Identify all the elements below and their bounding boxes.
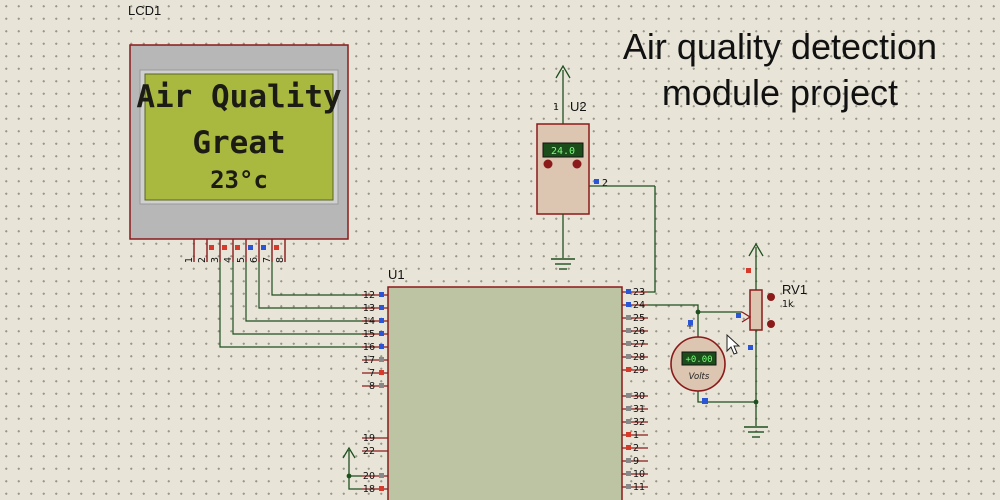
pot-to-mcu-wire bbox=[648, 304, 742, 313]
mcu-right-pin: 2 bbox=[633, 443, 639, 454]
mcu-left-pin: 22 bbox=[363, 446, 375, 457]
voltmeter-component[interactable]: + +0.00 Volts bbox=[670, 312, 759, 405]
mcu-body bbox=[387, 286, 623, 500]
title-line-2: module project bbox=[661, 72, 899, 113]
voltmeter-pin-state bbox=[688, 320, 693, 325]
lcd-bus-wires bbox=[219, 262, 375, 348]
voltmeter-display bbox=[681, 351, 717, 366]
pot-wiper-arrow bbox=[741, 311, 752, 323]
lcd-pin-number: 1 bbox=[184, 257, 195, 263]
lcd-pin-number: 5 bbox=[236, 257, 247, 263]
mcu-right-pin: 29 bbox=[633, 365, 645, 376]
mcu-right-pin: 9 bbox=[633, 456, 639, 467]
title-line-1: Air quality detection bbox=[622, 26, 938, 67]
mcu-left-pin: 14 bbox=[363, 316, 375, 327]
sensor-reading: 24.0 bbox=[551, 146, 575, 157]
sensor-button-left[interactable] bbox=[543, 159, 553, 169]
mcu-ref-label: U1 bbox=[388, 267, 405, 282]
sensor-button-right[interactable] bbox=[572, 159, 582, 169]
lcd-component[interactable]: LCD1 Air Quality Great 23°c 1 2 3 4 5 6 … bbox=[128, 3, 349, 263]
mcu-left-pin-states bbox=[379, 292, 384, 491]
lcd-pin-state bbox=[209, 245, 214, 250]
pot-pin-state bbox=[736, 313, 741, 318]
lcd-pin-number: 4 bbox=[223, 257, 234, 263]
sensor-to-mcu-wire bbox=[648, 186, 656, 293]
mcu-right-pin: 25 bbox=[633, 313, 645, 324]
mcu-component[interactable]: U1 12 13 14 15 16 17 7 8 19 22 20 18 bbox=[362, 267, 648, 500]
pot-pin-state bbox=[748, 345, 753, 350]
sensor-pin-out: 2 bbox=[602, 178, 608, 189]
sensor-pin-top: 1 bbox=[553, 102, 559, 113]
mcu-right-pin: 23 bbox=[633, 287, 645, 298]
lcd-line-3: 23°c bbox=[210, 166, 268, 194]
mcu-left-pin: 20 bbox=[363, 471, 375, 482]
mcu-right-pin: 30 bbox=[633, 391, 645, 402]
sensor-body bbox=[536, 123, 590, 215]
lcd-screen bbox=[144, 73, 334, 201]
ground-icon bbox=[744, 426, 768, 438]
lcd-pin-number: 2 bbox=[197, 257, 208, 263]
air-sensor-component[interactable]: 1 U2 24.0 2 bbox=[536, 64, 655, 270]
mcu-left-pin: 12 bbox=[363, 290, 375, 301]
mcu-right-pin: 1 bbox=[633, 430, 639, 441]
lcd-pin-state bbox=[274, 245, 279, 250]
mcu-right-pin: 28 bbox=[633, 352, 645, 363]
mcu-right-pin-states bbox=[626, 289, 631, 489]
sensor-ref-label: U2 bbox=[570, 99, 587, 114]
mouse-cursor-icon bbox=[726, 333, 741, 355]
voltmeter-pin-state bbox=[702, 398, 708, 404]
lcd-ref-label: LCD1 bbox=[128, 3, 161, 18]
mcu-right-pin: 32 bbox=[633, 417, 645, 428]
pot-pin-state bbox=[746, 268, 751, 273]
mcu-left-pin: 8 bbox=[369, 381, 375, 392]
mcu-right-pin: 10 bbox=[633, 469, 645, 480]
mcu-left-pin: 16 bbox=[363, 342, 375, 353]
lcd-pin-number: 6 bbox=[249, 257, 260, 263]
pot-ref-label: RV1 bbox=[782, 282, 807, 297]
mcu-power-wiring bbox=[342, 446, 362, 490]
mcu-right-pin: 27 bbox=[633, 339, 645, 350]
lcd-pin-state bbox=[235, 245, 240, 250]
mcu-left-pin: 19 bbox=[363, 433, 375, 444]
lcd-line-1: Air Quality bbox=[136, 79, 341, 115]
pot-decrease-button[interactable] bbox=[767, 320, 775, 328]
voltmeter-ground-wire bbox=[697, 391, 756, 403]
mcu-left-pin: 13 bbox=[363, 303, 375, 314]
junction-dot bbox=[346, 473, 352, 479]
pot-value-label: 1k bbox=[782, 299, 794, 310]
mcu-left-pin: 7 bbox=[369, 368, 375, 379]
pot-body bbox=[749, 289, 763, 331]
mcu-right-pin: 31 bbox=[633, 404, 645, 415]
project-title: Air quality detection module project bbox=[570, 24, 990, 116]
lcd-pin-number: 3 bbox=[210, 257, 221, 263]
ground-icon bbox=[551, 258, 575, 270]
mcu-left-pin: 18 bbox=[363, 484, 375, 495]
pot-increase-button[interactable] bbox=[767, 293, 775, 301]
mcu-right-pin: 26 bbox=[633, 326, 645, 337]
lcd-pin-number: 8 bbox=[275, 257, 286, 263]
mcu-left-pin: 15 bbox=[363, 329, 375, 340]
sensor-display bbox=[542, 142, 584, 158]
sensor-power-symbol bbox=[555, 64, 571, 124]
mcu-right-pin: 24 bbox=[633, 300, 645, 311]
voltmeter-plus-sign: + bbox=[686, 321, 694, 332]
lcd-pin-number: 7 bbox=[262, 257, 273, 263]
lcd-pin-leads bbox=[193, 239, 286, 262]
voltmeter-unit: Volts bbox=[689, 372, 710, 382]
junction-dot bbox=[753, 399, 759, 405]
sensor-pin-state bbox=[594, 179, 599, 184]
pot-power-symbol bbox=[748, 242, 764, 290]
potentiometer-component[interactable]: RV1 1k bbox=[741, 242, 807, 438]
voltmeter-reading: +0.00 bbox=[685, 355, 712, 365]
lcd-pin-state bbox=[261, 245, 266, 250]
lcd-pin-state bbox=[248, 245, 253, 250]
lcd-pin-state bbox=[222, 245, 227, 250]
mcu-left-pin: 17 bbox=[363, 355, 375, 366]
mcu-right-pin: 11 bbox=[633, 482, 645, 493]
lcd-line-2: Great bbox=[192, 125, 285, 161]
